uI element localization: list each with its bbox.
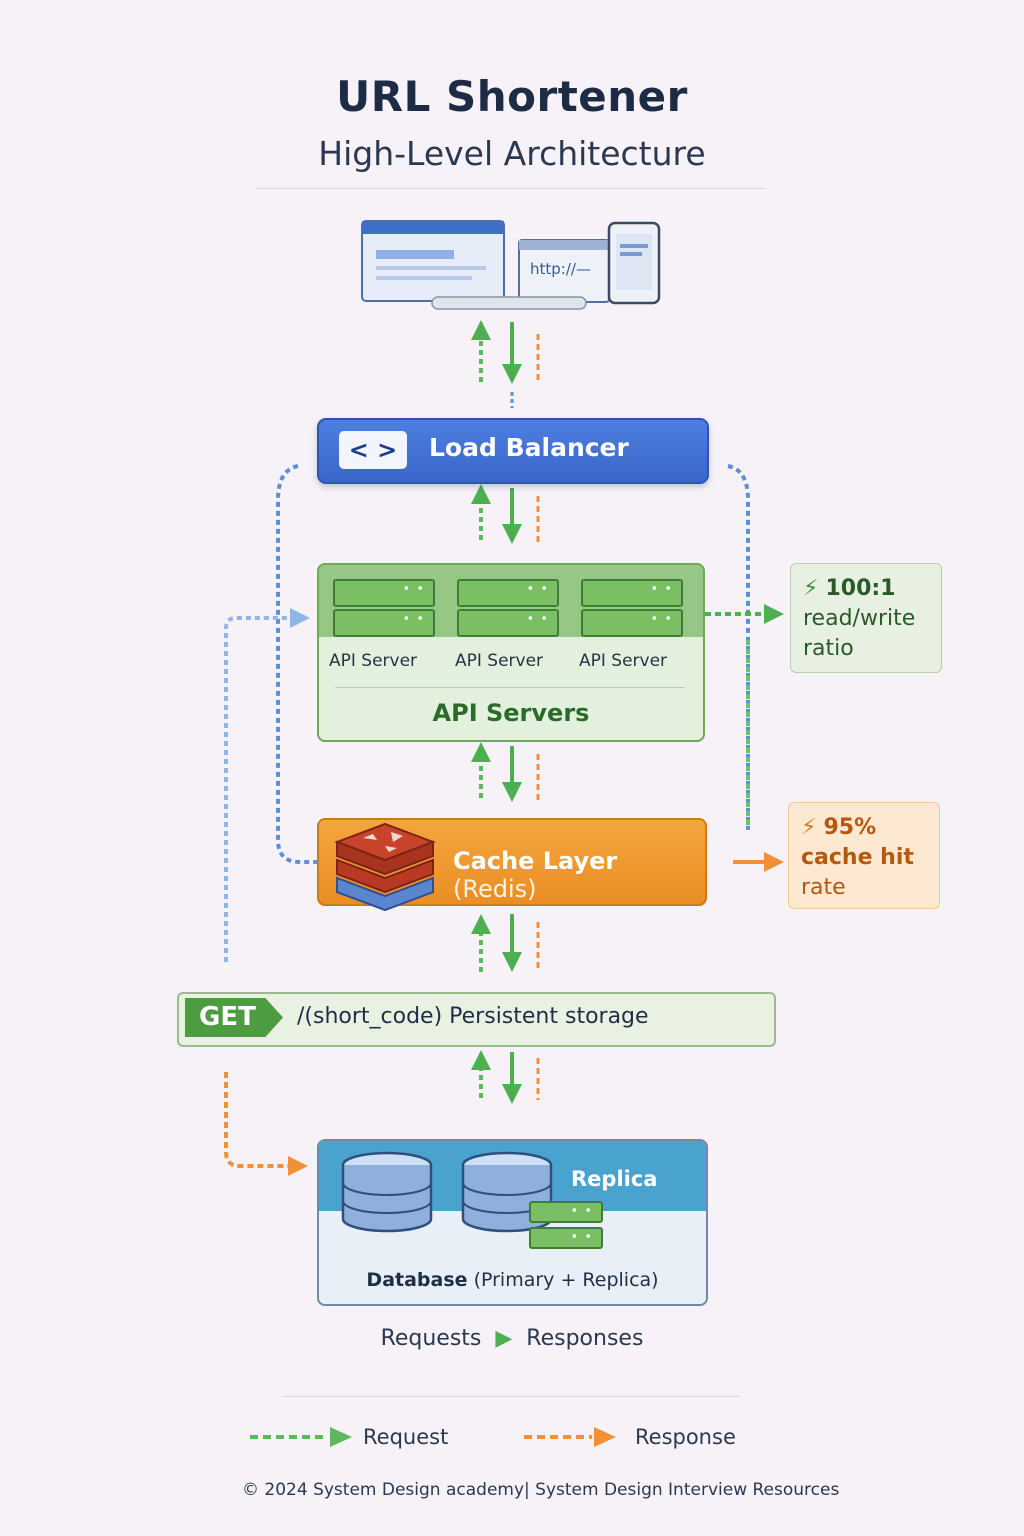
load-balancer-node[interactable]: < > Load Balancer bbox=[317, 418, 709, 484]
loop-storage-api-left bbox=[224, 608, 310, 962]
header-divider bbox=[255, 188, 765, 189]
request-legend-label: Request bbox=[363, 1425, 449, 1449]
api-servers-title: API Servers bbox=[432, 699, 590, 727]
server-icon bbox=[333, 609, 435, 637]
lightning-icon: ⚡ bbox=[803, 576, 819, 601]
database-cylinder-icon bbox=[461, 1151, 553, 1233]
loop-lb-cache-right bbox=[727, 464, 750, 830]
cache-hit-rate-callout: ⚡ 95% cache hit rate bbox=[788, 802, 940, 909]
cache-layer-node[interactable]: Cache Layer (Redis) bbox=[317, 818, 707, 912]
code-brackets-icon: < > bbox=[339, 431, 407, 469]
cache-layer-label: Cache Layer (Redis) bbox=[453, 847, 618, 903]
response-legend-label: Response bbox=[635, 1425, 736, 1449]
database-cylinder-icon bbox=[341, 1151, 433, 1233]
cache-hit-line2: cache hit bbox=[801, 845, 914, 870]
client-devices-icon: http://— bbox=[361, 220, 661, 310]
phone-icon bbox=[607, 221, 661, 305]
server-icon bbox=[529, 1201, 603, 1223]
endpoint-path-text: /(short_code) Persistent storage bbox=[297, 1004, 649, 1029]
legend-divider bbox=[282, 1396, 740, 1397]
server-icon bbox=[333, 579, 435, 607]
page-subtitle: High-Level Architecture bbox=[318, 134, 706, 173]
server-icon bbox=[457, 609, 559, 637]
cache-hit-line3: rate bbox=[801, 875, 846, 900]
read-write-line2: read/write bbox=[803, 606, 916, 631]
database-node[interactable]: Replica Database (Primary + Replica) bbox=[317, 1139, 708, 1306]
client-url-text: http://— bbox=[530, 260, 591, 278]
connector-client-lb bbox=[471, 320, 540, 408]
play-triangle-icon: ▶ bbox=[488, 1326, 520, 1351]
server-icon bbox=[529, 1227, 603, 1249]
loop-left-orange bbox=[224, 1072, 308, 1176]
footer-text: © 2024 System Design academy| System Des… bbox=[242, 1480, 840, 1500]
server-icon bbox=[457, 579, 559, 607]
browser-window-icon bbox=[361, 220, 505, 302]
connector-storage-db bbox=[471, 1050, 540, 1104]
load-balancer-label: Load Balancer bbox=[429, 433, 629, 462]
read-write-value: 100:1 bbox=[825, 576, 896, 601]
api-server-label: API Server bbox=[329, 651, 418, 671]
read-write-line3: ratio bbox=[803, 636, 854, 661]
loop-lb-cache-left bbox=[276, 464, 318, 864]
api-server-label: API Server bbox=[579, 651, 668, 671]
connector-api-cache bbox=[471, 742, 540, 802]
server-icon bbox=[581, 609, 683, 637]
redis-stack-icon bbox=[334, 822, 436, 912]
database-caption: Database (Primary + Replica) bbox=[366, 1269, 659, 1291]
read-write-ratio-callout: ⚡ 100:1 read/write ratio bbox=[790, 563, 942, 673]
request-legend-icon bbox=[250, 1427, 352, 1447]
connector-cache-storage bbox=[471, 914, 540, 972]
page-title: URL Shortener bbox=[336, 72, 688, 121]
cache-hit-value: 95% bbox=[823, 815, 877, 840]
server-icon bbox=[581, 579, 683, 607]
cache-layer-sublabel: (Redis) bbox=[453, 875, 537, 903]
legend-caption: Requests ▶ Responses bbox=[380, 1326, 644, 1351]
api-server-label: API Server bbox=[455, 651, 544, 671]
response-legend-icon bbox=[524, 1427, 616, 1447]
http-method-badge: GET bbox=[185, 998, 283, 1037]
laptop-icon: http://— bbox=[431, 239, 610, 310]
get-endpoint-bar[interactable]: GET /(short_code) Persistent storage bbox=[177, 992, 776, 1047]
api-servers-node[interactable]: API Server API Server API Server API Ser… bbox=[317, 563, 705, 742]
connector-lb-api bbox=[471, 484, 540, 544]
lightning-icon: ⚡ bbox=[801, 815, 817, 840]
replica-label: Replica bbox=[571, 1167, 658, 1191]
